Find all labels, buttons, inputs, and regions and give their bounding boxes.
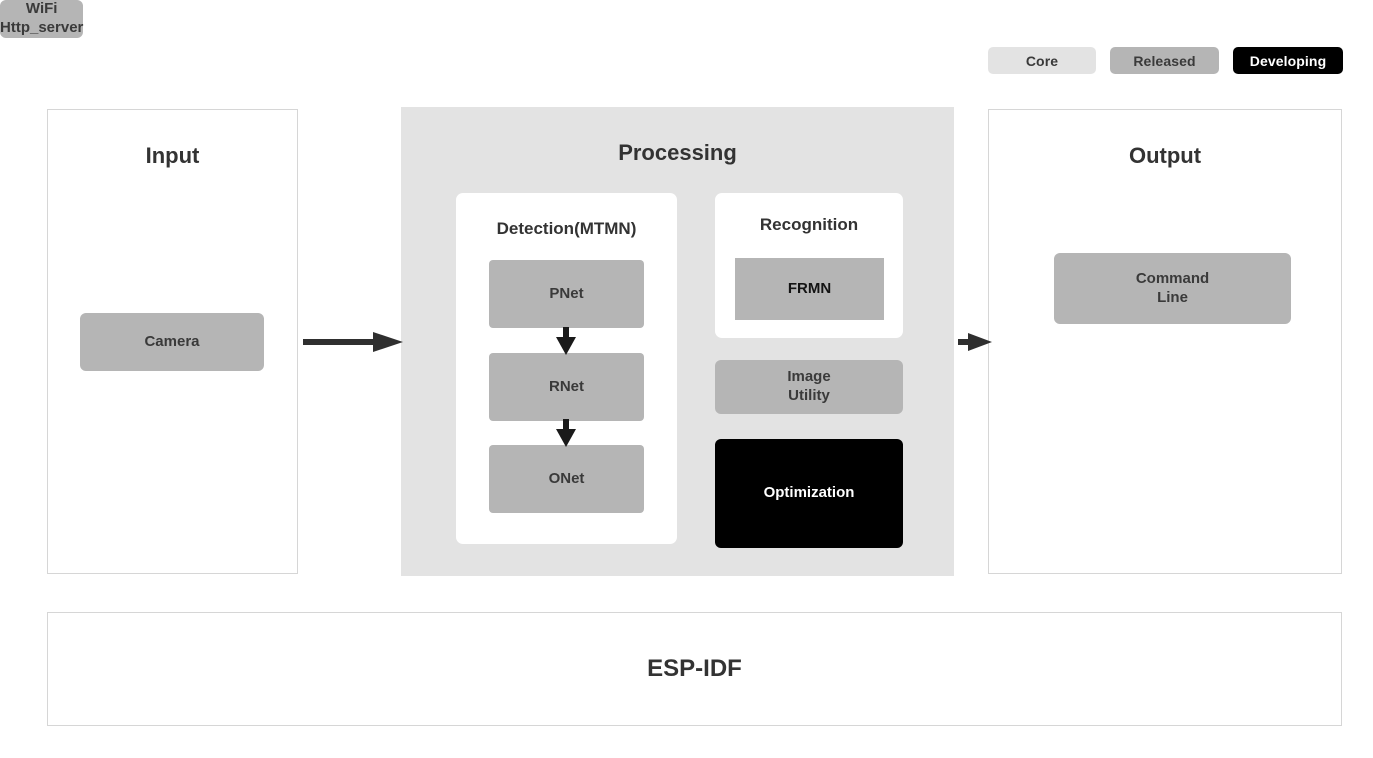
- node-frmn: FRMN: [735, 258, 884, 320]
- node-command-line: Command Line: [1054, 253, 1291, 324]
- panel-input-title: Input: [145, 143, 200, 168]
- node-camera: Camera: [80, 313, 264, 371]
- node-pnet: PNet: [489, 260, 644, 328]
- legend-item-released: Released: [1110, 47, 1219, 74]
- arrow-down-icon-rnet-to-onet: [556, 419, 576, 447]
- node-image-utility: Image Utility: [715, 360, 903, 414]
- node-onet: ONet: [489, 445, 644, 513]
- footer-esp-idf-label: ESP-IDF: [647, 655, 742, 682]
- node-optimization: Optimization: [715, 439, 903, 548]
- card-recognition-title: Recognition: [759, 215, 859, 234]
- legend-label-released: Released: [1133, 52, 1196, 69]
- panel-processing-title: Processing: [618, 140, 737, 165]
- arrow-right-icon-processing-to-output: [958, 333, 992, 351]
- legend: Core Released Developing: [988, 47, 1343, 74]
- legend-item-core: Core: [988, 47, 1096, 74]
- node-wifi-http-server: WiFi Http_server: [0, 0, 84, 38]
- arrow-down-icon-pnet-to-rnet: [556, 327, 576, 355]
- legend-label-core: Core: [1025, 52, 1059, 69]
- legend-label-developing: Developing: [1249, 52, 1327, 69]
- card-detection-title: Detection(MTMN): [496, 219, 637, 238]
- arrow-right-icon-input-to-processing: [303, 332, 403, 352]
- footer-esp-idf: ESP-IDF: [47, 612, 1342, 726]
- legend-item-developing: Developing: [1233, 47, 1343, 74]
- panel-output-title: Output: [1128, 143, 1202, 168]
- node-rnet: RNet: [489, 353, 644, 421]
- panel-output: Output: [988, 109, 1342, 574]
